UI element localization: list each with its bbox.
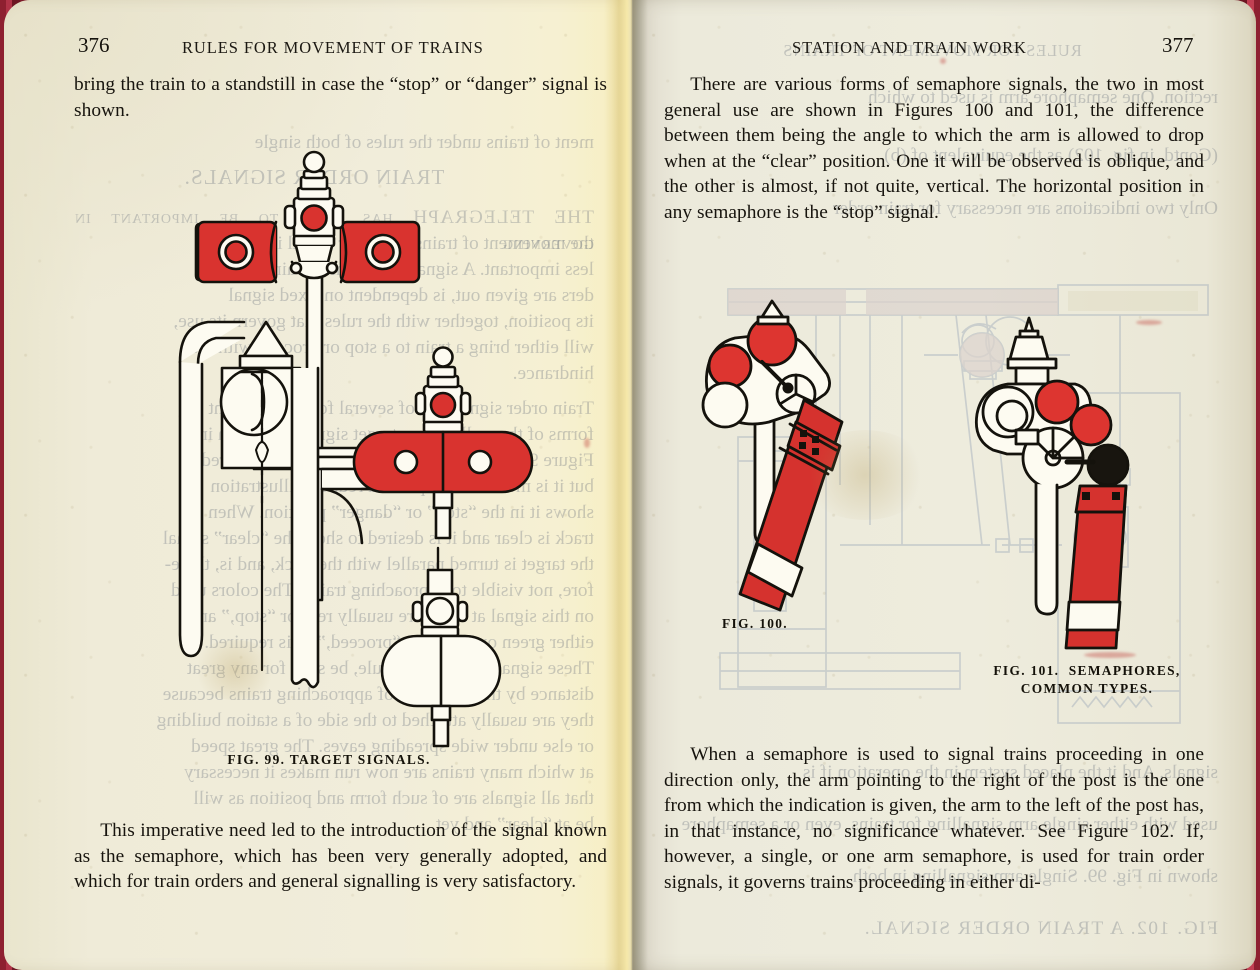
figure-99-caption: FIG. 99. TARGET SIGNALS. — [227, 752, 431, 767]
figure-101-semaphore — [972, 316, 1192, 650]
figure-101-illustration — [974, 316, 1130, 650]
right-page-text-bottom: When a semaphore is used to signal train… — [664, 742, 1204, 896]
folio-left: 376 — [78, 33, 110, 57]
paragraph: When a semaphore is used to signal train… — [664, 744, 1204, 893]
left-page-text-top: bring the train to a standstill in case … — [74, 72, 607, 123]
running-head-left: RULES FOR MOVEMENT OF TRAINS — [182, 38, 484, 57]
figure-100-illustration — [701, 299, 844, 612]
figure-100-caption: FIG. 100. — [722, 616, 788, 631]
left-page-text-bottom: This imperative need led to the introduc… — [74, 818, 607, 895]
figure-99-target-signals — [136, 150, 576, 750]
right-page: RULES FOR MOVEMENT OF TRAINS rection. On… — [632, 0, 1256, 970]
paragraph: This imperative need led to the introduc… — [74, 820, 607, 893]
bleed-through-line: that all signals are of such form and po… — [193, 788, 594, 809]
figure-100-semaphore — [692, 299, 952, 620]
paragraph: There are various forms of semaphore sig… — [664, 74, 1204, 223]
figure-99-illustration — [178, 150, 534, 748]
right-page-text-top: There are various forms of semaphore sig… — [664, 72, 1204, 226]
figure-101-caption: FIG. 101. SEMAPHORES, COMMON TYPES. — [962, 662, 1212, 698]
figure-101-caption-subject: SEMAPHORES, COMMON TYPES. — [1020, 663, 1181, 696]
paragraph: bring the train to a standstill in case … — [74, 74, 607, 121]
running-head-right: STATION AND TRAIN WORK — [792, 38, 1027, 57]
bleed-through-line: FIG. 102. A TRAIN ORDER SIGNAL. — [863, 918, 1218, 939]
figure-101-caption-line1: FIG. 101. — [993, 663, 1060, 678]
left-page: TRAIN ORDER SIGNALS. ment of trains unde… — [4, 0, 632, 970]
page-gutter-shadow — [604, 0, 648, 970]
folio-right: 377 — [1162, 33, 1194, 57]
